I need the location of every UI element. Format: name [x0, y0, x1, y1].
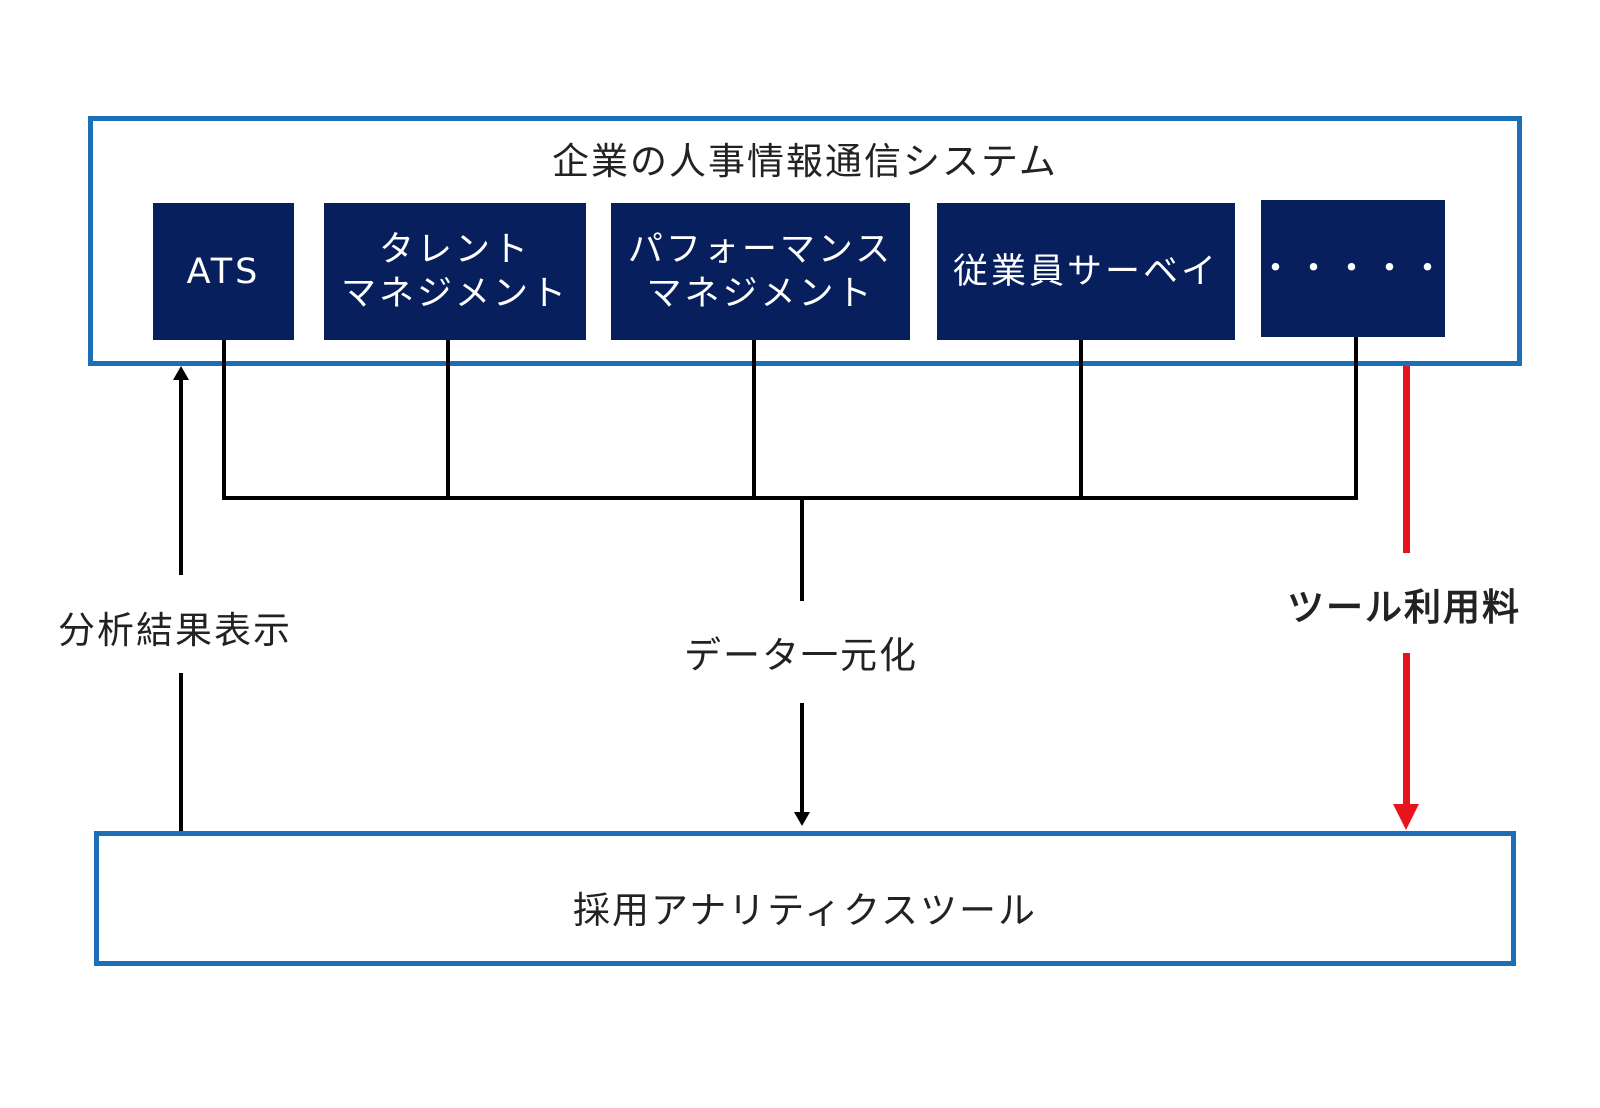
connector-others: [1354, 337, 1358, 500]
connector-performance: [752, 340, 756, 500]
data-bus: [222, 496, 1358, 500]
module-talent-management: タレント マネジメント: [324, 203, 586, 340]
module-employee-survey: 従業員サーベイ: [937, 203, 1235, 340]
tool-fee-arrowhead: [1393, 804, 1419, 830]
tool-fee-line-upper: [1403, 366, 1410, 553]
analytics-tool-frame: 採用アナリティクスツール: [94, 831, 1516, 966]
analysis-display-line-lower: [179, 673, 183, 831]
module-ats: ATS: [153, 203, 294, 340]
analysis-display-line-upper: [179, 378, 183, 575]
module-others: ・・・・・: [1258, 200, 1445, 337]
data-unification-line-lower: [800, 703, 804, 813]
analysis-display-arrowhead: [173, 366, 189, 380]
connector-survey: [1079, 340, 1083, 500]
tool-fee-label: ツール利用料: [1287, 586, 1521, 629]
module-performance-management: パフォーマンス マネジメント: [611, 203, 910, 340]
data-unification-line-upper: [800, 500, 804, 601]
data-unification-arrowhead: [794, 812, 810, 826]
data-unification-label: データ一元化: [684, 634, 918, 677]
hr-system-title: 企業の人事情報通信システム: [552, 140, 1058, 183]
analytics-tool-title: 採用アナリティクスツール: [573, 889, 1037, 932]
connector-talent: [446, 340, 450, 500]
analysis-display-label: 分析結果表示: [58, 609, 292, 652]
tool-fee-line-lower: [1403, 653, 1410, 805]
connector-ats: [222, 340, 226, 500]
